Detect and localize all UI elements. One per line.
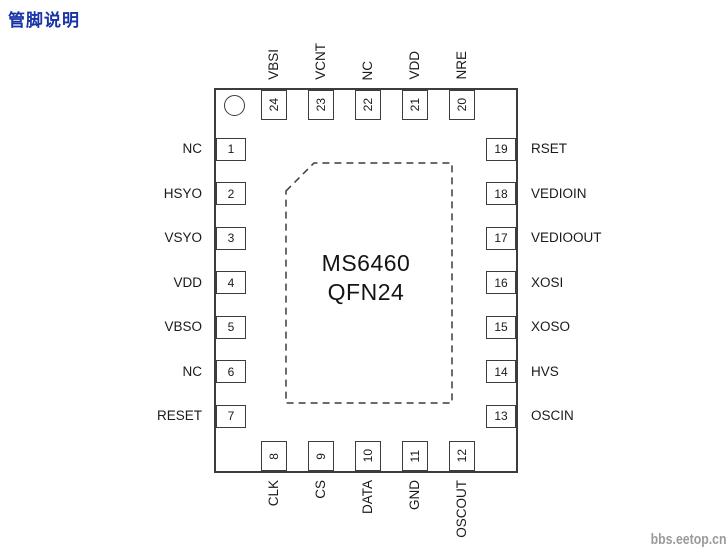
pin-number: 24: [267, 98, 281, 112]
pin-label: OSCOUT: [454, 480, 469, 538]
pin-label: CS: [313, 480, 328, 499]
pin-box-8: 8: [261, 441, 287, 471]
pin-number: 3: [227, 231, 235, 245]
pin-number: 1: [227, 142, 235, 156]
pin-label: HSYO: [163, 185, 202, 201]
pin-box-6: 6: [216, 360, 246, 383]
pin-number: 8: [267, 452, 281, 460]
pin-number: 21: [408, 98, 422, 112]
pin-number: 10: [361, 449, 375, 463]
pin-label: VDD: [407, 51, 422, 80]
page-title: 管脚说明: [8, 11, 80, 30]
pin-label: VBSO: [164, 319, 202, 334]
pin-label: VBSI: [266, 49, 281, 80]
pin-label: VCNT: [313, 43, 328, 80]
pin-box-16: 16: [486, 271, 516, 294]
pin1-indicator-circle: [224, 95, 245, 116]
pin-number: 6: [227, 364, 235, 379]
pin-box-15: 15: [486, 315, 516, 339]
pin-label: VEDIOOUT: [531, 230, 602, 245]
pin-number: 13: [494, 409, 508, 423]
pin-number: 5: [227, 320, 235, 334]
pin-box-2: 2: [216, 182, 246, 205]
pin-label: VDD: [173, 274, 202, 290]
pin-label: NRE: [454, 51, 469, 80]
pin-label: GND: [407, 480, 422, 510]
pin-label: NC: [360, 60, 375, 81]
pin-box-20: 20: [449, 90, 475, 120]
pin-number: 23: [314, 98, 328, 112]
watermark: bbs.eetop.cn: [651, 531, 727, 548]
pin-label: XOSO: [531, 319, 571, 334]
pin-box-11: 11: [402, 441, 428, 471]
pin-box-17: 17: [486, 226, 516, 250]
pin-number: 18: [494, 186, 508, 201]
pin-label: RSET: [531, 141, 568, 156]
pin-number: 17: [494, 231, 508, 245]
pin-number: 15: [494, 320, 508, 334]
pin-box-3: 3: [216, 226, 246, 250]
pin-number: 12: [455, 449, 469, 463]
chip-package: QFN24: [327, 279, 405, 305]
pin-number: 4: [227, 275, 235, 290]
pin-label: DATA: [360, 480, 375, 515]
pin-number: 19: [494, 142, 508, 156]
pin-label: XOSI: [531, 274, 564, 290]
pin-number: 9: [314, 452, 328, 460]
chip-name: MS6460 QFN24: [266, 249, 466, 307]
pin-box-5: 5: [216, 315, 246, 339]
pin-number: 14: [494, 364, 508, 379]
pin-box-21: 21: [402, 90, 428, 120]
pin-box-14: 14: [486, 360, 516, 383]
pin-box-24: 24: [261, 90, 287, 120]
pin-number: 16: [494, 275, 508, 290]
pin-label: NC: [182, 141, 203, 156]
pin-box-19: 19: [486, 137, 516, 161]
pin-label: RESET: [156, 408, 202, 423]
pin-label: OSCIN: [531, 408, 574, 423]
pin-number: 11: [408, 449, 422, 463]
pin-label: VEDIOIN: [531, 185, 587, 201]
pin-box-23: 23: [308, 90, 334, 120]
pin-number: 20: [455, 98, 469, 112]
pin-label: CLK: [266, 480, 281, 507]
pin-box-22: 22: [355, 90, 381, 120]
pin-box-1: 1: [216, 137, 246, 161]
pin-label: HVS: [531, 363, 559, 379]
pin-box-10: 10: [355, 441, 381, 471]
pin-box-13: 13: [486, 404, 516, 428]
pin-box-18: 18: [486, 182, 516, 205]
pin-box-12: 12: [449, 441, 475, 471]
pin-number: 22: [361, 98, 375, 112]
chip-part-number: MS6460: [321, 250, 411, 276]
pin-label: VSYO: [164, 230, 202, 245]
pin-number: 2: [227, 186, 235, 201]
pin-label: NC: [182, 363, 203, 379]
pin-box-9: 9: [308, 441, 334, 471]
pin-number: 7: [227, 409, 235, 423]
pin-box-4: 4: [216, 271, 246, 294]
pin-box-7: 7: [216, 404, 246, 428]
